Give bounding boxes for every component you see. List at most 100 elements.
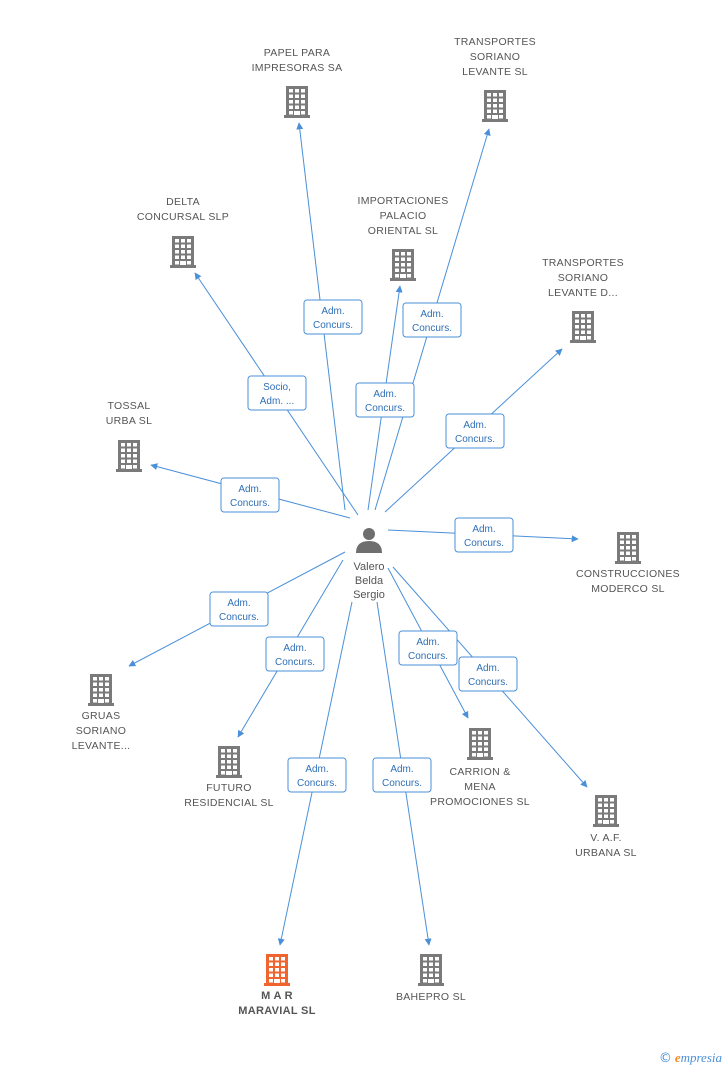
company-node-vaf[interactable]: V. A.F. URBANA SL	[575, 795, 637, 859]
company-label: MENA	[464, 781, 496, 793]
company-label: V. A.F.	[590, 832, 621, 844]
building-icon	[570, 311, 596, 343]
company-node-delta[interactable]: DELTA CONCURSAL SLP	[137, 196, 229, 268]
edges-layer	[128, 122, 588, 946]
company-label: IMPORTACIONES	[357, 195, 448, 207]
company-label: PALACIO	[380, 210, 427, 222]
copyright-symbol: ©	[658, 1051, 672, 1066]
company-label: LEVANTE...	[72, 740, 131, 752]
company-node-carrion[interactable]: CARRION & MENA PROMOCIONES SL	[430, 728, 530, 808]
edge-label-tossal[interactable]: Adm. Concurs.	[220, 477, 280, 513]
edge-label-text: Adm. ...	[260, 396, 294, 407]
company-label: TRANSPORTES	[542, 257, 624, 269]
building-icon	[615, 532, 641, 564]
company-label: LEVANTE D...	[548, 287, 618, 299]
company-label: M A R	[261, 990, 293, 1002]
edge-label-vaf[interactable]: Adm.Concurs.	[458, 656, 518, 692]
edge-label-text: Concurs.	[297, 778, 337, 789]
edge-label-text: Concurs.	[408, 651, 448, 662]
building-icon	[116, 440, 142, 472]
edge-label-text: Adm.	[416, 637, 439, 648]
company-label: SORIANO	[470, 51, 521, 63]
edge-label-text: Adm.	[472, 524, 495, 535]
company-label: PROMOCIONES SL	[430, 796, 530, 808]
company-node-importaciones[interactable]: IMPORTACIONES PALACIO ORIENTAL SL	[357, 195, 448, 281]
edge-label-text: Adm.	[227, 598, 250, 609]
person-label: Valero	[354, 561, 385, 573]
edge-label-text: Adm.	[305, 764, 328, 775]
building-icon	[216, 746, 242, 778]
company-label: GRUAS	[82, 710, 121, 722]
building-icon	[593, 795, 619, 827]
building-icon	[482, 90, 508, 122]
company-node-tossal[interactable]: TOSSAL URBA SL	[106, 400, 152, 472]
edge-label-bahepro[interactable]: Adm.Concurs.	[372, 757, 432, 793]
company-label: MODERCO SL	[591, 583, 665, 595]
building-icon	[390, 249, 416, 281]
edge-label-text: Concurs.	[219, 612, 259, 623]
company-label: DELTA	[166, 196, 200, 208]
company-label: CARRION &	[449, 766, 510, 778]
building-icon	[88, 674, 114, 706]
edge-label-text: Concurs.	[455, 434, 495, 445]
company-label: URBANA SL	[575, 847, 637, 859]
company-label: IMPRESORAS SA	[252, 62, 343, 74]
edge-label-text: Adm.	[373, 389, 396, 400]
company-label: ORIENTAL SL	[368, 225, 438, 237]
brand-initial: e	[674, 1050, 681, 1065]
building-icon	[264, 954, 290, 986]
person-label: Sergio	[353, 589, 385, 601]
company-label: SORIANO	[558, 272, 609, 284]
brand-footer: ©empresia	[659, 1050, 722, 1066]
edge-label-text: Concurs.	[365, 403, 405, 414]
company-label: SORIANO	[76, 725, 127, 737]
company-label: URBA SL	[106, 415, 152, 427]
edge-label-transportes2[interactable]: Adm. Concurs.	[445, 413, 505, 449]
company-label: TOSSAL	[107, 400, 150, 412]
edge-label-text: Concurs.	[230, 498, 270, 509]
company-label: LEVANTE SL	[462, 66, 528, 78]
edge-labels-layer: Adm.Concurs.Adm.Concurs.Socio,Adm. ...Ad…	[209, 299, 518, 793]
company-label: CONCURSAL SLP	[137, 211, 229, 223]
building-icon	[418, 954, 444, 986]
edge-label-delta[interactable]: Socio,Adm. ...	[247, 375, 307, 411]
company-label: BAHEPRO SL	[396, 991, 466, 1003]
person-label: Belda	[355, 575, 384, 587]
edge-label-text: Concurs.	[275, 657, 315, 668]
company-node-futuro[interactable]: FUTURO RESIDENCIAL SL	[184, 746, 274, 809]
building-icon	[284, 86, 310, 118]
edge-label-mar[interactable]: Adm. Concurs.	[287, 757, 347, 793]
edge-label-futuro[interactable]: Adm. Concurs.	[265, 636, 325, 672]
edge-label-text: Adm.	[420, 309, 443, 320]
edge-label-text: Concurs.	[313, 320, 353, 331]
edge-label-construcciones[interactable]: Adm. Concurs.	[454, 517, 514, 553]
company-node-bahepro[interactable]: BAHEPRO SL	[396, 954, 466, 1003]
edge-label-text: Concurs.	[412, 323, 452, 334]
person-icon	[356, 528, 382, 553]
edge-label-text: Adm.	[321, 306, 344, 317]
edge-label-text: Adm.	[238, 484, 261, 495]
edge-label-importaciones[interactable]: Adm. Concurs.	[355, 382, 415, 418]
company-node-transportes2[interactable]: TRANSPORTES SORIANO LEVANTE D...	[542, 257, 624, 343]
building-icon	[170, 236, 196, 268]
edge-label-text: Adm.	[476, 663, 499, 674]
edge-label-text: Adm.	[283, 643, 306, 654]
edge-label-gruas[interactable]: Adm. Concurs.	[209, 591, 269, 627]
company-label: RESIDENCIAL SL	[184, 797, 274, 809]
edge-label-text: Concurs.	[464, 538, 504, 549]
edge-label-transportes1[interactable]: Adm. Concurs.	[402, 302, 462, 338]
edge-label-text: Concurs.	[382, 778, 422, 789]
company-label: FUTURO	[206, 782, 252, 794]
edge-label-text: Adm.	[463, 420, 486, 431]
edge-label-papel[interactable]: Adm. Concurs.	[303, 299, 363, 335]
edge-label-carrion[interactable]: Adm. Concurs.	[398, 630, 458, 666]
brand-name: mpresia	[680, 1050, 722, 1065]
company-node-gruas[interactable]: GRUAS SORIANO LEVANTE...	[72, 674, 131, 752]
